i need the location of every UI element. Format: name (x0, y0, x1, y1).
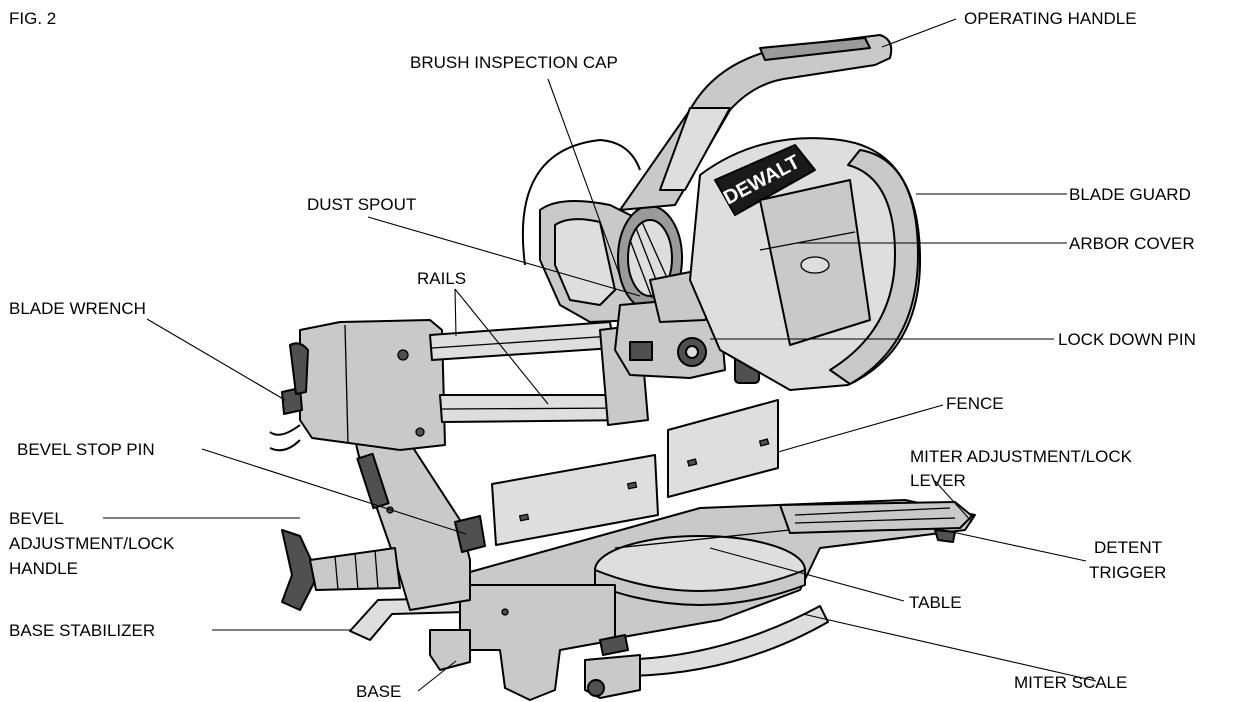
callout-labels: FIG. 2 OPERATING HANDLE BRUSH INSPECTION… (9, 9, 1196, 701)
label-blade-guard: BLADE GUARD (1069, 185, 1191, 204)
fence-part (491, 399, 779, 546)
leader-lines (103, 18, 1097, 692)
leader-rails-1 (454, 288, 457, 337)
label-bevel-stop-pin: BEVEL STOP PIN (17, 440, 155, 459)
label-lock-down-pin: LOCK DOWN PIN (1058, 330, 1196, 349)
table-part (594, 529, 806, 606)
label-blade-wrench: BLADE WRENCH (9, 299, 146, 318)
label-operating-handle: OPERATING HANDLE (964, 9, 1137, 28)
base-part (429, 584, 641, 701)
leader-blade-wrench (146, 318, 286, 401)
label-base-stabilizer: BASE STABILIZER (9, 621, 155, 640)
leader-miter-scale (802, 613, 1097, 682)
rail-housing (281, 319, 446, 451)
miter-saw-illustration: DEWALT (269, 34, 976, 701)
label-miter-scale: MITER SCALE (1014, 673, 1127, 692)
leader-base (417, 660, 457, 692)
label-table: TABLE (909, 593, 962, 612)
rails-part (429, 321, 649, 426)
blade-guard-part: DEWALT (689, 137, 922, 391)
leader-brush-inspection-cap (547, 78, 621, 277)
label-dust-spout: DUST SPOUT (307, 195, 416, 214)
label-base: BASE (356, 682, 401, 701)
label-bevel-handle-line2: ADJUSTMENT/LOCK (9, 534, 175, 553)
leader-operating-handle (881, 18, 957, 48)
leader-table (709, 547, 905, 602)
label-detent-trigger-line1: DETENT (1094, 538, 1162, 557)
label-detent-trigger-line2: TRIGGER (1089, 563, 1166, 582)
leader-fence (777, 404, 944, 453)
figure-label: FIG. 2 (9, 9, 56, 28)
power-cord (269, 424, 301, 452)
label-rails: RAILS (417, 269, 466, 288)
label-fence: FENCE (946, 394, 1004, 413)
bevel-lock-handle-part (281, 529, 401, 611)
motor-cable (521, 139, 641, 266)
label-brush-inspection-cap: BRUSH INSPECTION CAP (410, 53, 618, 72)
label-bevel-handle-line3: HANDLE (9, 559, 78, 578)
leader-rails-2 (454, 288, 549, 405)
operating-handle-part (619, 34, 893, 211)
label-bevel-handle-line1: BEVEL (9, 509, 64, 528)
leader-bevel-stop-pin (201, 448, 467, 535)
leader-dust-spout (367, 216, 641, 297)
motor-housing (539, 200, 760, 384)
leader-miter-lever (934, 480, 973, 523)
label-arbor-cover: ARBOR COVER (1069, 234, 1195, 253)
leader-detent-trigger (942, 529, 1087, 562)
label-miter-lever-line2: LEVER (910, 471, 966, 490)
label-miter-lever-line1: MITER ADJUSTMENT/LOCK (910, 447, 1133, 466)
